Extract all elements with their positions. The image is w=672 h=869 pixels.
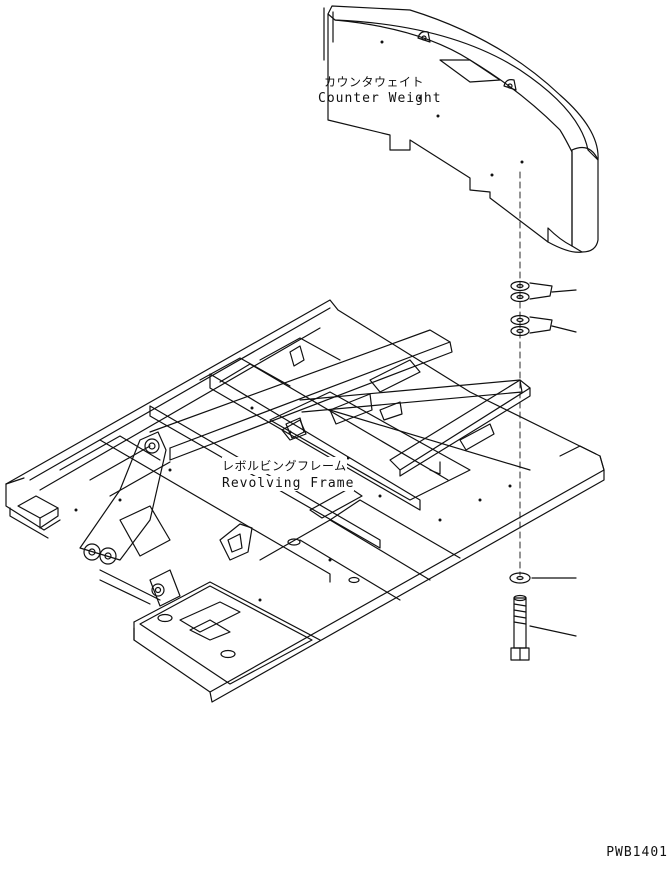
revolving-frame xyxy=(6,300,604,702)
frame-label-en: Revolving Frame xyxy=(222,476,355,491)
counterweight-label-jp: カウンタウェイト xyxy=(324,75,425,89)
fastener-stack xyxy=(510,172,576,660)
frame-label-jp: レボルビングフレーム xyxy=(222,457,347,474)
figure-id: PWB1401 xyxy=(606,845,668,860)
counterweight xyxy=(324,6,598,252)
counterweight-label-en: Counter Weight xyxy=(318,91,442,106)
